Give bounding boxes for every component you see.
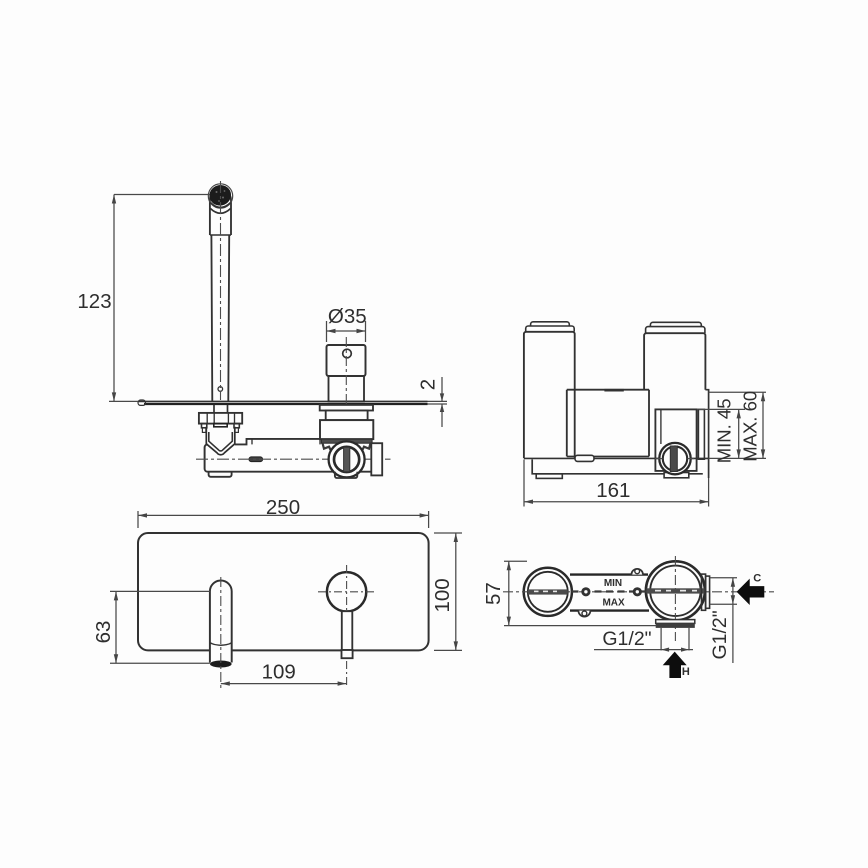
svg-text:MIN: MIN	[604, 578, 622, 589]
svg-text:250: 250	[266, 496, 300, 519]
svg-text:MAX. 60: MAX. 60	[740, 391, 761, 462]
svg-text:G1/2": G1/2"	[602, 628, 651, 650]
svg-text:Ø35: Ø35	[328, 305, 367, 328]
svg-text:161: 161	[596, 479, 630, 502]
svg-text:63: 63	[92, 621, 115, 644]
svg-text:2: 2	[417, 379, 440, 390]
svg-text:100: 100	[431, 578, 454, 612]
svg-text:123: 123	[77, 290, 111, 313]
svg-text:109: 109	[262, 661, 296, 684]
svg-text:MAX: MAX	[602, 598, 625, 609]
svg-text:MIN. 45: MIN. 45	[714, 399, 735, 464]
svg-text:H: H	[682, 666, 690, 678]
svg-text:57: 57	[482, 582, 505, 605]
svg-text:C: C	[753, 573, 761, 585]
svg-text:G1/2": G1/2"	[709, 610, 731, 659]
